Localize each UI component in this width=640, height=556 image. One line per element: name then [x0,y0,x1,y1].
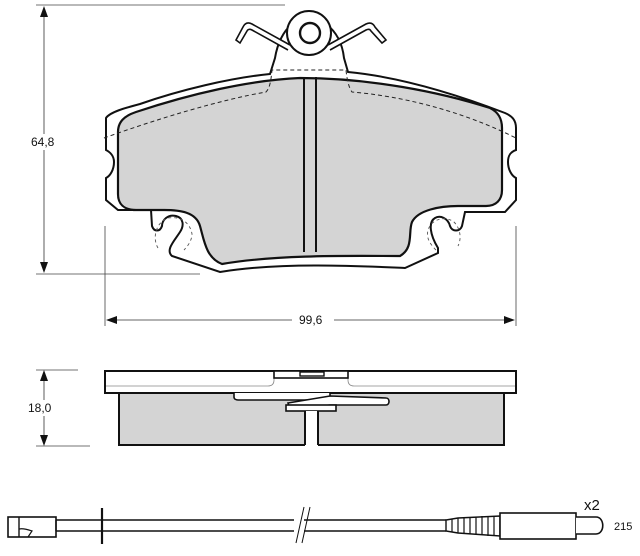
height-dimension-label: 64,8 [31,135,55,149]
clip-spring-left [234,22,291,51]
arrow-right-icon [504,316,515,324]
sensor-body [499,512,577,540]
clip-spring-right [327,22,388,51]
wear-sensor: x2 215 [7,497,632,544]
width-dimension-label: 99,6 [299,313,323,327]
thickness-dimension-label: 18,0 [28,401,52,415]
front-view: 64,8 99,6 [28,4,517,327]
friction-block-left [118,392,306,446]
arrow-up-icon [40,6,48,17]
sensor-quantity-label: x2 [584,497,600,514]
sensor-length-label: 215 [614,521,632,533]
spring-arm-side-left [233,393,331,401]
side-view: 18,0 [26,369,517,447]
hidden-edge-dashed [103,69,517,139]
arrow-left-icon [106,316,117,324]
hidden-notch-right [427,218,461,251]
clip-base-side [285,404,337,412]
sensor-probe-tip [576,516,604,535]
arrow-down-icon [40,262,48,273]
arrow-down-icon [40,435,48,446]
break-mark-left [295,506,305,544]
clip-hole [298,21,322,45]
friction-material [116,76,504,266]
break-mark-right [301,506,311,544]
sensor-connector [7,516,57,538]
arrow-up-icon [40,370,48,381]
sensor-boot [445,515,501,537]
